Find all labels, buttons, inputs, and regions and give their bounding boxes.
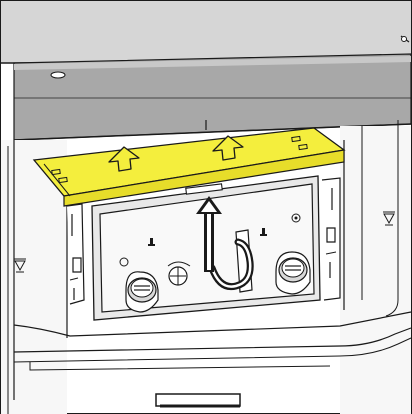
rotate-up-arrow-icon: [196, 196, 254, 293]
worktop-underside: [1, 1, 412, 141]
rail-screw-right: [400, 35, 410, 43]
bottom-strip: [155, 393, 241, 407]
rail-slot: [50, 71, 66, 79]
drain-triangle-icon: [14, 258, 26, 273]
screw-cap-right: [275, 251, 311, 295]
right-bracket: [321, 177, 341, 301]
drain-triangle-icon: [383, 211, 395, 226]
lock-knob: [167, 261, 191, 286]
push-arrow-icon: [212, 135, 244, 161]
left-bracket: [66, 203, 85, 305]
screw-cap-left: [125, 271, 159, 313]
yellow-cover-plate: [32, 127, 346, 207]
push-arrow-icon: [108, 146, 140, 172]
